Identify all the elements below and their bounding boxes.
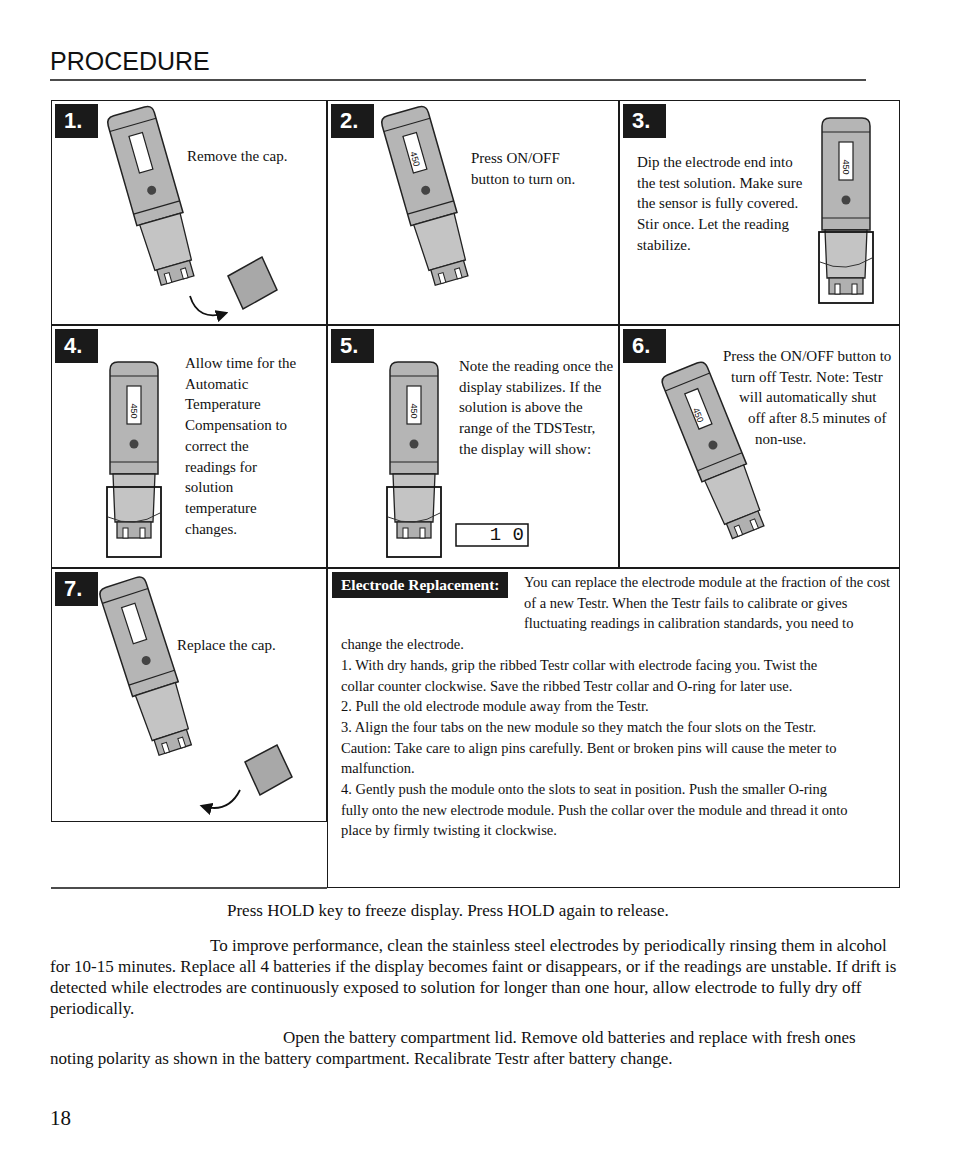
body-slot: Dip the electrode end into the test solu…	[637, 152, 809, 256]
label-slot: 450	[415, 153, 430, 171]
step-panel: 4. Allow time for the Automatic Temperatu…	[51, 325, 327, 568]
note-paragraph: To improve performance, clean the stainl…	[50, 935, 902, 1019]
lcd-display	[456, 524, 528, 546]
body-slot: Press ON/OFF button to turn on.	[471, 148, 595, 189]
step-number: 1.	[55, 104, 98, 138]
step-number: 7.	[55, 572, 98, 606]
wrap-spacer	[723, 470, 761, 491]
body-slot: Replace the cap.	[177, 635, 317, 656]
step-text: Allow time for the Automatic Temperature…	[185, 353, 303, 539]
badge-slot: 1.	[55, 104, 98, 138]
numbered-step: 1. With dry hands, grip the ribbed Testr…	[341, 655, 851, 696]
wrap-spacer	[723, 429, 748, 450]
step-text: Dip the electrode end into the test solu…	[637, 152, 809, 256]
motion-arrow	[190, 296, 226, 315]
step-text: Press the ON/OFF button to turn off Test…	[723, 346, 895, 450]
step-panel: 2. Press ON/OFF button to turn on.	[327, 100, 619, 325]
body-slot: Remove the cap.	[187, 146, 317, 167]
wrap-spacer	[723, 387, 731, 408]
step-panel: 5. Note the reading once the display stab…	[327, 325, 619, 568]
title-rule	[50, 79, 866, 81]
meter-figure	[98, 575, 198, 757]
step-text: Press ON/OFF button to turn on.	[471, 148, 595, 189]
step-number: 3.	[623, 104, 666, 138]
label-slot: 1 0	[458, 524, 524, 546]
step-panel: 3. Dip the electrode end into the test so…	[619, 100, 900, 325]
cap-figure	[245, 745, 292, 795]
wrap-spacer	[723, 449, 755, 470]
numbered-step: 4. Gently push the module onto the slots…	[341, 779, 851, 841]
display-reading: 450	[409, 403, 419, 418]
step-text: Replace the cap.	[177, 635, 317, 656]
liquid-line	[820, 258, 872, 267]
display-reading: 450	[129, 403, 139, 418]
step-number: 5.	[331, 329, 374, 363]
step-number: 6.	[623, 329, 666, 363]
body-slot: Note the reading once the display stabil…	[459, 356, 615, 460]
numbered-step: 3. Align the four tabs on the new module…	[341, 717, 851, 779]
badge-slot: 2.	[331, 104, 374, 138]
display-digits: 1 0	[458, 524, 524, 546]
note-paragraph: Open the battery compartment lid. Remove…	[50, 1027, 902, 1069]
body-slot: Allow time for the Automatic Temperature…	[185, 353, 303, 539]
step-text: Remove the cap.	[187, 146, 317, 167]
page-number: 18	[50, 1106, 110, 1130]
meter-figure	[106, 105, 201, 287]
label-slot: 450	[414, 405, 429, 423]
step-panel: 6. Press the ON/OFF button to turn off Te…	[619, 325, 900, 568]
meter-figure	[822, 118, 870, 294]
wrap-spacer	[723, 408, 739, 429]
meter-figure	[380, 105, 475, 287]
title-slot: PROCEDURE	[50, 47, 210, 75]
badge-slot: 7.	[55, 572, 98, 606]
motion-arrow	[202, 790, 240, 808]
beaker	[819, 232, 873, 303]
liquid-line	[108, 513, 160, 522]
instruction-box: Electrode Replacement:You can replace th…	[327, 568, 900, 888]
step-panel: 1. Remove the cap.	[51, 100, 327, 325]
meter-figure	[660, 360, 770, 541]
step-panel: 7. Replace the cap.	[51, 568, 327, 822]
page-title: PROCEDURE	[50, 47, 210, 75]
label-slot: 450	[134, 405, 149, 423]
liquid-line	[388, 513, 440, 522]
note-paragraph: Press HOLD key to freeze display. Press …	[227, 900, 907, 921]
badge-slot: 4.	[55, 329, 98, 363]
heading-slot: Electrode Replacement:	[332, 572, 508, 598]
meter-figure	[390, 362, 438, 538]
badge-slot: 5.	[331, 329, 374, 363]
rule-line	[51, 887, 327, 889]
text-flow: You can replace the electrode module at …	[341, 572, 897, 841]
label-slot: Open the battery compartment lid. Remove…	[50, 1027, 902, 1069]
label-slot: To improve performance, clean the stainl…	[50, 935, 902, 1019]
beaker	[387, 487, 441, 557]
meter-figure	[110, 362, 158, 538]
badge-slot: 6.	[623, 329, 666, 363]
label-slot: 18	[50, 1106, 110, 1130]
numbered-step: 2. Pull the old electrode module away fr…	[341, 696, 851, 717]
beaker	[107, 487, 161, 557]
step-text: Note the reading once the display stabil…	[459, 356, 615, 460]
cap-figure	[228, 257, 277, 309]
step-number: 2.	[331, 104, 374, 138]
body-slot: Press the ON/OFF button to turn off Test…	[723, 346, 895, 491]
display-reading: 450	[841, 159, 851, 174]
label-slot: Press HOLD key to freeze display. Press …	[227, 900, 907, 921]
section-heading: Electrode Replacement:	[332, 572, 508, 598]
label-slot: 450	[698, 409, 713, 427]
step-number: 4.	[55, 329, 98, 363]
label-slot: 450	[846, 161, 861, 179]
badge-slot: 3.	[623, 104, 666, 138]
